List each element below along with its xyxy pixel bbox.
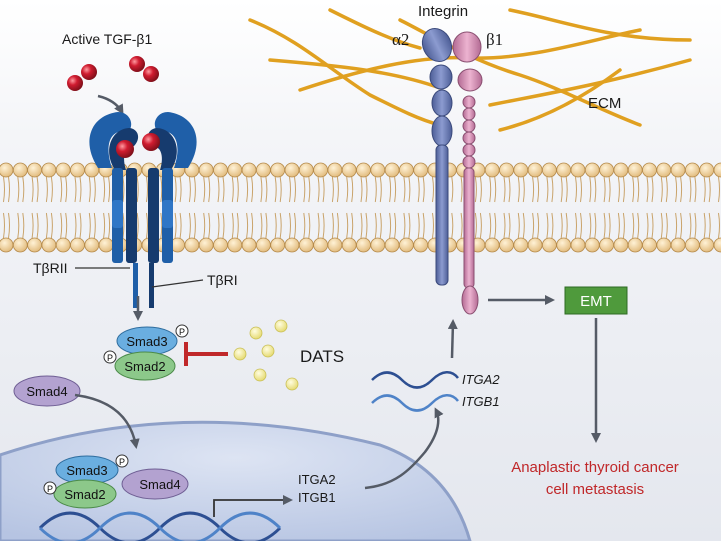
tgf-label: Active TGF-β1: [62, 31, 152, 47]
outcome-line1: Anaplastic thyroid cancer: [511, 459, 679, 476]
ecm-label: ECM: [588, 95, 621, 112]
smad3-nuc-label: Smad3: [66, 463, 107, 478]
itga2-gene-label: ITGA2: [298, 472, 336, 487]
outcome-line2: cell metastasis: [546, 481, 644, 498]
beta1-label: β1: [486, 30, 503, 49]
smad4-nuc-label: Smad4: [139, 477, 180, 492]
tbrii-label: TβRII: [33, 260, 68, 276]
itgb1-gene-label: ITGB1: [298, 490, 336, 505]
phospho-label-2: P: [107, 353, 113, 363]
tbri-label: TβRI: [207, 272, 238, 288]
phospho-label-4: P: [47, 484, 53, 494]
smad2-nuc-label: Smad2: [64, 487, 105, 502]
alpha2-label: α2: [392, 30, 409, 49]
smad3-cyto-label: Smad3: [126, 334, 167, 349]
smad2-cyto-label: Smad2: [124, 359, 165, 374]
emt-label: EMT: [580, 293, 612, 310]
phospho-label-1: P: [179, 327, 185, 337]
itga2-mrna-label: ITGA2: [462, 372, 500, 387]
dats-label: DATS: [300, 347, 344, 366]
integrin-label: Integrin: [418, 3, 468, 20]
smad4-cyto-label: Smad4: [26, 384, 67, 399]
itgb1-mrna-label: ITGB1: [462, 394, 500, 409]
phospho-label-3: P: [119, 457, 125, 467]
mrna-to-integrin-arrow: [452, 322, 453, 358]
